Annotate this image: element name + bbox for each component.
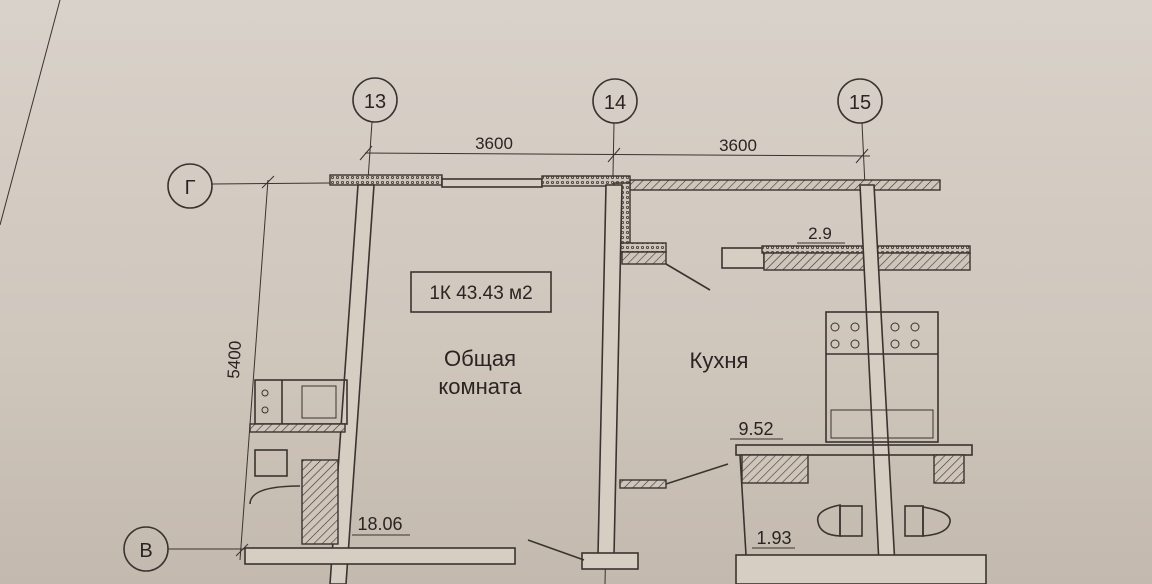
apartment-label: 1К 43.43 м2 xyxy=(429,283,532,304)
partition-15 xyxy=(859,184,897,584)
area-living: 18.06 xyxy=(352,514,410,536)
axis-v: В xyxy=(123,526,250,572)
stove xyxy=(825,311,939,443)
partition-13 xyxy=(329,184,375,584)
svg-text:14: 14 xyxy=(604,92,626,114)
door-swing xyxy=(527,539,585,561)
wall xyxy=(329,174,443,186)
dimension-line-left: 5400 xyxy=(224,175,275,561)
room-name-kitchen: Кухня xyxy=(690,348,749,373)
room-name-living-2: комната xyxy=(438,374,522,399)
door-swing xyxy=(665,263,711,291)
svg-text:18.06: 18.06 xyxy=(357,514,402,534)
wall xyxy=(244,547,516,565)
apartment-label-box xyxy=(410,271,552,313)
wall xyxy=(933,454,965,484)
wall xyxy=(741,454,809,484)
area-bath: 1.93 xyxy=(752,528,795,549)
partition-14 xyxy=(597,184,623,556)
area-kitchen: 9.52 xyxy=(730,419,783,440)
wall-line xyxy=(739,454,747,556)
toilet xyxy=(816,504,863,537)
wall xyxy=(735,444,973,456)
neighbor-kitchen xyxy=(249,379,348,545)
svg-text:2.9: 2.9 xyxy=(808,224,832,243)
svg-text:9.52: 9.52 xyxy=(738,419,773,439)
wall xyxy=(735,554,987,584)
wall xyxy=(621,251,667,265)
svg-text:3600: 3600 xyxy=(475,134,513,153)
wall xyxy=(619,479,667,489)
axis-g: Г xyxy=(167,163,331,209)
room-name-living: Общая xyxy=(444,346,516,371)
balcony-door xyxy=(721,247,765,269)
wall xyxy=(581,552,639,570)
door-swing xyxy=(665,463,729,485)
sheet-border xyxy=(0,0,61,226)
wall xyxy=(629,179,941,191)
svg-text:13: 13 xyxy=(364,91,386,113)
toilet xyxy=(904,505,951,537)
svg-text:3600: 3600 xyxy=(719,136,757,155)
svg-text:1.93: 1.93 xyxy=(756,528,791,548)
svg-text:Г: Г xyxy=(185,177,196,199)
window xyxy=(441,178,543,188)
area-balcony: 2.9 xyxy=(797,224,845,244)
svg-text:В: В xyxy=(139,540,152,562)
wall xyxy=(613,242,667,253)
svg-text:5400: 5400 xyxy=(224,340,245,379)
dimension-line-top: 3600 3600 xyxy=(359,134,871,164)
svg-text:15: 15 xyxy=(849,92,871,114)
